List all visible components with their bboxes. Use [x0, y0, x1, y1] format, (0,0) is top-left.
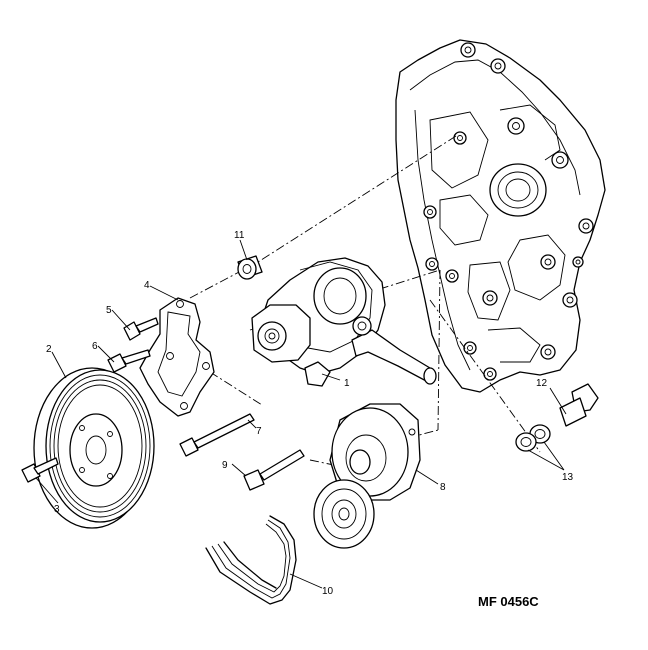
sealing-washers-part-13	[515, 424, 551, 452]
callout-6: 6	[92, 341, 98, 352]
callout-2: 2	[46, 344, 52, 355]
banjo-bolt-part-12	[559, 383, 599, 427]
mounting-bracket-part-4	[139, 297, 215, 417]
bolt-part-7	[179, 413, 255, 457]
callout-10: 10	[322, 586, 334, 597]
callout-9: 9	[222, 460, 228, 471]
bolt-part-6	[107, 349, 151, 373]
engine-front-cover	[395, 39, 606, 393]
power-steering-pump-part-1	[251, 257, 437, 387]
callout-labels: 1 2 3 4 5 6 7 8 9 10 11 12 13	[46, 230, 574, 597]
callout-5: 5	[106, 305, 112, 316]
bolt-part-9	[243, 449, 305, 491]
leader-lines	[35, 239, 567, 589]
callout-8: 8	[440, 482, 446, 493]
callout-7: 7	[256, 426, 262, 437]
callout-11: 11	[234, 230, 245, 241]
callout-13: 13	[562, 472, 574, 483]
figure-reference: MF 0456C	[478, 594, 539, 609]
callout-3: 3	[54, 504, 60, 515]
bolt-part-5	[123, 317, 159, 341]
callout-12: 12	[536, 378, 548, 389]
callout-4: 4	[144, 280, 150, 291]
belt-tensioner-part-8	[313, 403, 421, 549]
drive-belt-part-10	[205, 515, 297, 605]
pulley-part-2	[33, 367, 155, 529]
bolt-part-3	[21, 457, 59, 483]
spacer-part-11	[237, 255, 263, 280]
callout-1: 1	[344, 378, 350, 389]
